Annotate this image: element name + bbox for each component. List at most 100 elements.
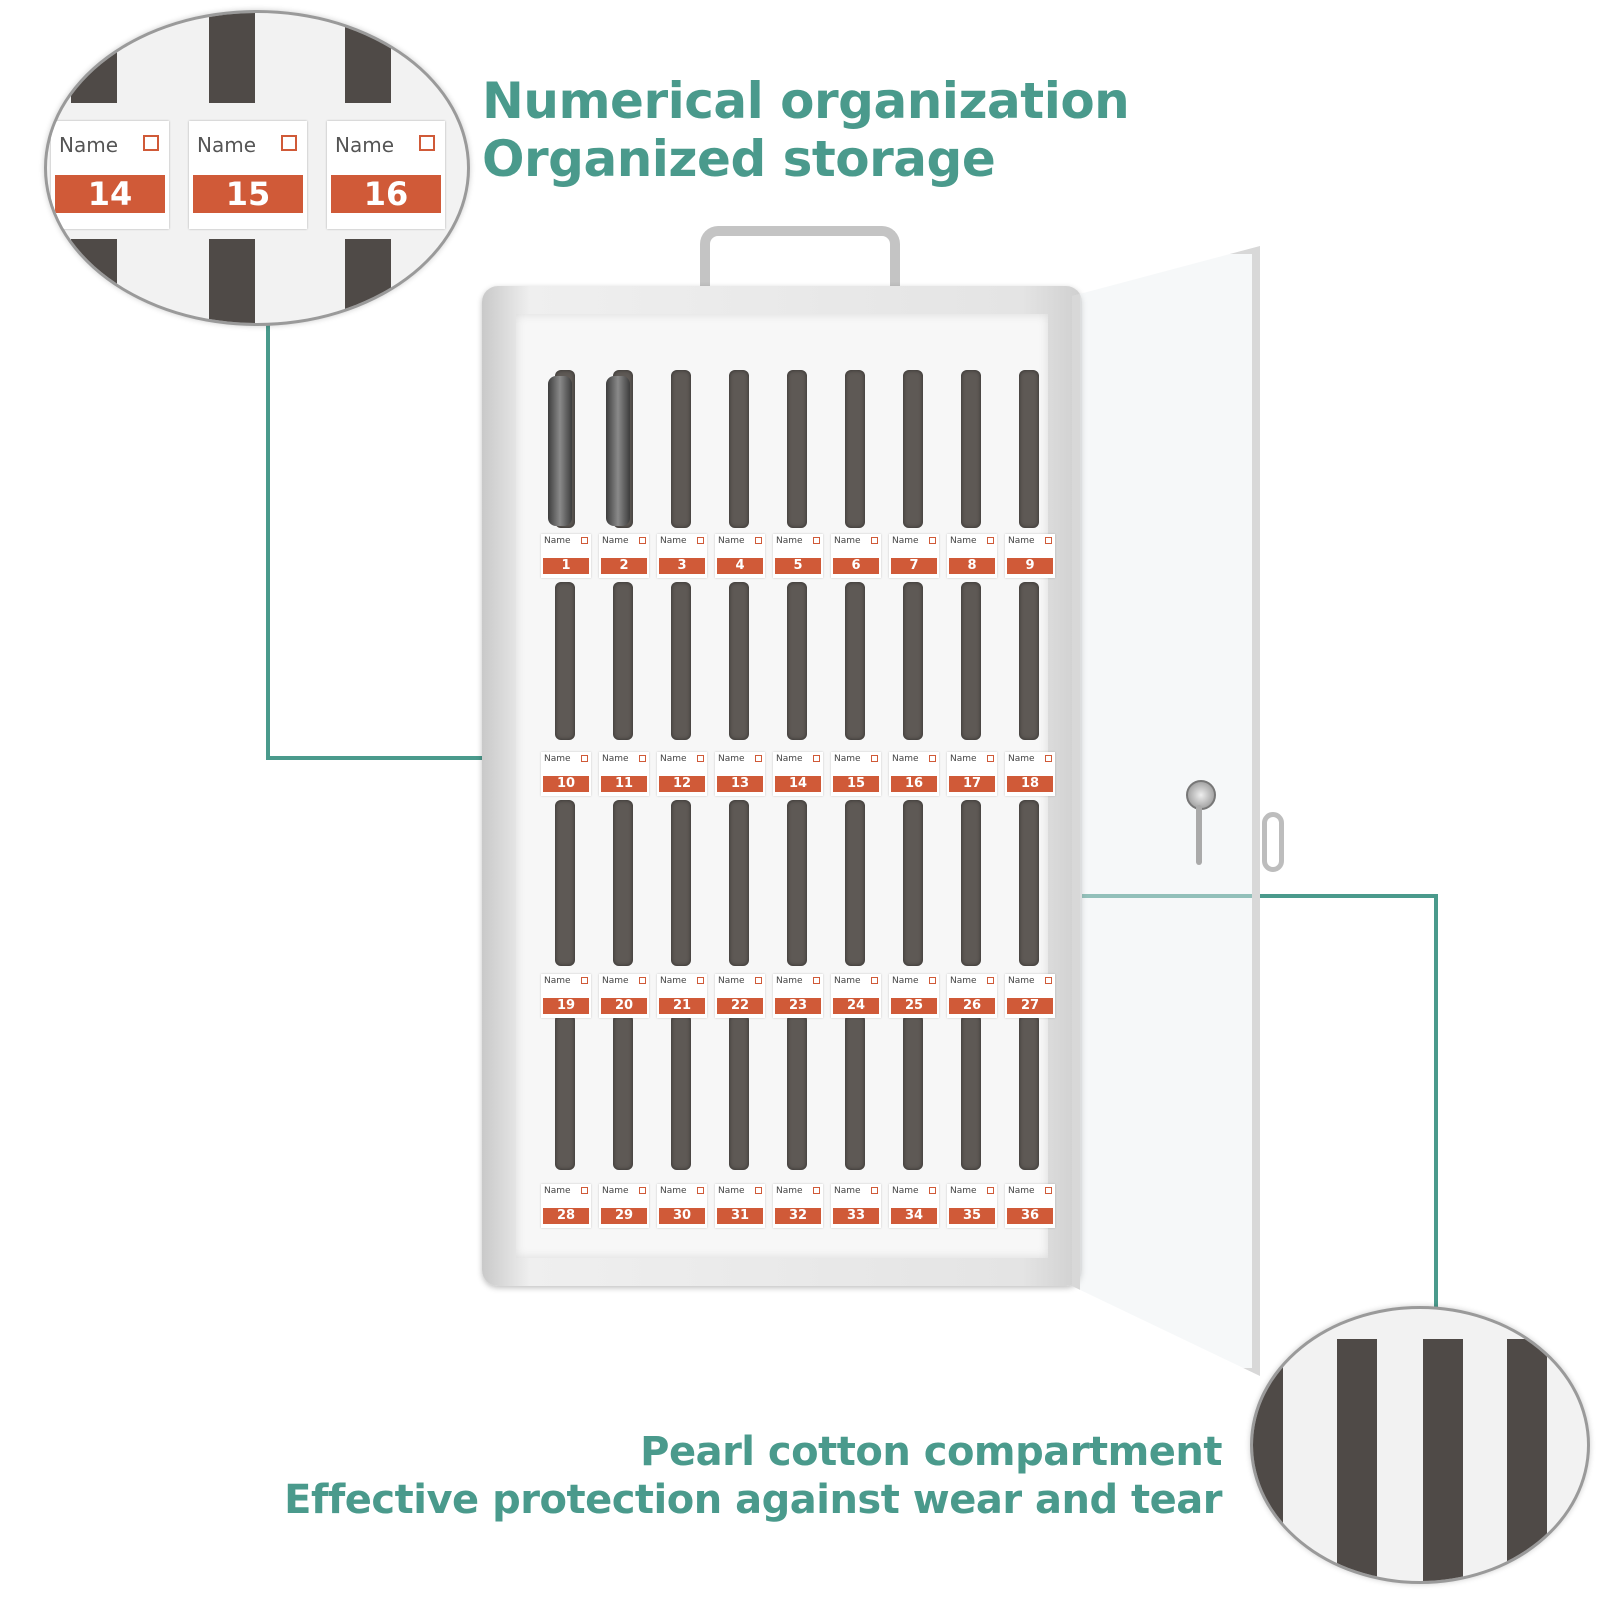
foam-slot (729, 800, 749, 966)
slot-label: Name 17 (947, 752, 997, 796)
zoom-circle-foam (1250, 1306, 1590, 1584)
slot-label-number: 14 (775, 776, 821, 792)
zoom-foam-slot (345, 13, 391, 103)
checkbox-icon (639, 755, 646, 762)
foam-slot (1019, 582, 1039, 740)
slot-label-number: 20 (601, 998, 647, 1014)
checkbox-icon (871, 1187, 878, 1194)
slot-label-number: 25 (891, 998, 937, 1014)
zoom-foam-slot (345, 239, 391, 323)
slot-label-name: Name (660, 976, 687, 986)
foam-slot (613, 800, 633, 966)
slot-label: Name 3 (657, 534, 707, 578)
checkbox-icon (755, 1187, 762, 1194)
foam-slot (671, 370, 691, 528)
checkbox-icon (929, 755, 936, 762)
foam-slot (961, 800, 981, 966)
slot-label-number: 1 (543, 558, 589, 574)
slot-label-number: 3 (659, 558, 705, 574)
checkbox-icon (871, 755, 878, 762)
slot-label: Name 11 (599, 752, 649, 796)
foam-slot (845, 370, 865, 528)
slot-label-name: Name (602, 976, 629, 986)
callout-line-bottom-vertical (1434, 894, 1438, 1308)
checkbox-icon (987, 1187, 994, 1194)
slot-label-number: 2 (601, 558, 647, 574)
slot-label-number: 24 (833, 998, 879, 1014)
slot-label-name: Name (718, 1186, 745, 1196)
slot-label-number: 33 (833, 1208, 879, 1224)
slot-label-number: 35 (949, 1208, 995, 1224)
slot-label: Name 35 (947, 1184, 997, 1228)
checkbox-icon (755, 537, 762, 544)
slot-label-name: Name (544, 976, 571, 986)
cabinet-glass-door (1072, 246, 1260, 1376)
zoom-foam-slot (1507, 1339, 1547, 1581)
slot-label-number: 34 (891, 1208, 937, 1224)
checkbox-icon (697, 537, 704, 544)
zoom-foam-slot (1253, 1339, 1283, 1581)
slot-label-name: Name (660, 1186, 687, 1196)
foam-slot (613, 1014, 633, 1170)
slot-label-name: Name (602, 754, 629, 764)
foam-slot (1019, 800, 1039, 966)
slot-label-name: Name (892, 536, 919, 546)
slot-label-name: Name (718, 754, 745, 764)
foam-slot (787, 370, 807, 528)
foam-slot (1019, 370, 1039, 528)
phone-device (606, 376, 630, 526)
slot-label-number: 19 (543, 998, 589, 1014)
foam-slot (961, 370, 981, 528)
slot-label-name: Name (1008, 1186, 1035, 1196)
slot-label-name: Name (544, 1186, 571, 1196)
slot-label-name: Name (950, 1186, 977, 1196)
slot-label-name: Name (950, 754, 977, 764)
zoom-foam-slot (209, 239, 255, 323)
checkbox-icon (281, 135, 297, 151)
checkbox-icon (639, 537, 646, 544)
foam-slot (787, 1014, 807, 1170)
checkbox-icon (581, 755, 588, 762)
slot-label-number: 17 (949, 776, 995, 792)
slot-label-name: Name (776, 976, 803, 986)
door-pull-ring (1262, 812, 1284, 872)
slot-label-name: Name (660, 754, 687, 764)
checkbox-icon (697, 755, 704, 762)
slot-label-name: Name (544, 754, 571, 764)
slot-label: Name 20 (599, 974, 649, 1018)
foam-slot (961, 1014, 981, 1170)
slot-label-number: 15 (833, 776, 879, 792)
slot-label-name: Name (718, 536, 745, 546)
checkbox-icon (755, 755, 762, 762)
zoom-slot-label-name: Name (335, 133, 395, 157)
slot-label-number: 30 (659, 1208, 705, 1224)
headline-pearl-cotton: Pearl cotton compartment Effective prote… (284, 1428, 1222, 1524)
foam-slot (903, 582, 923, 740)
checkbox-icon (639, 1187, 646, 1194)
slot-label-number: 36 (1007, 1208, 1053, 1224)
foam-slot (671, 582, 691, 740)
slot-label-number: 11 (601, 776, 647, 792)
checkbox-icon (871, 977, 878, 984)
slot-label-name: Name (660, 536, 687, 546)
zoom-slot-label-number: 16 (331, 175, 441, 213)
slot-label-name: Name (1008, 976, 1035, 986)
slot-label-name: Name (834, 976, 861, 986)
callout-line-top-vertical (266, 320, 270, 760)
slot-label-number: 13 (717, 776, 763, 792)
foam-slot (903, 1014, 923, 1170)
slot-label-number: 18 (1007, 776, 1053, 792)
foam-slot (787, 800, 807, 966)
foam-slot (961, 582, 981, 740)
slot-label-name: Name (776, 1186, 803, 1196)
